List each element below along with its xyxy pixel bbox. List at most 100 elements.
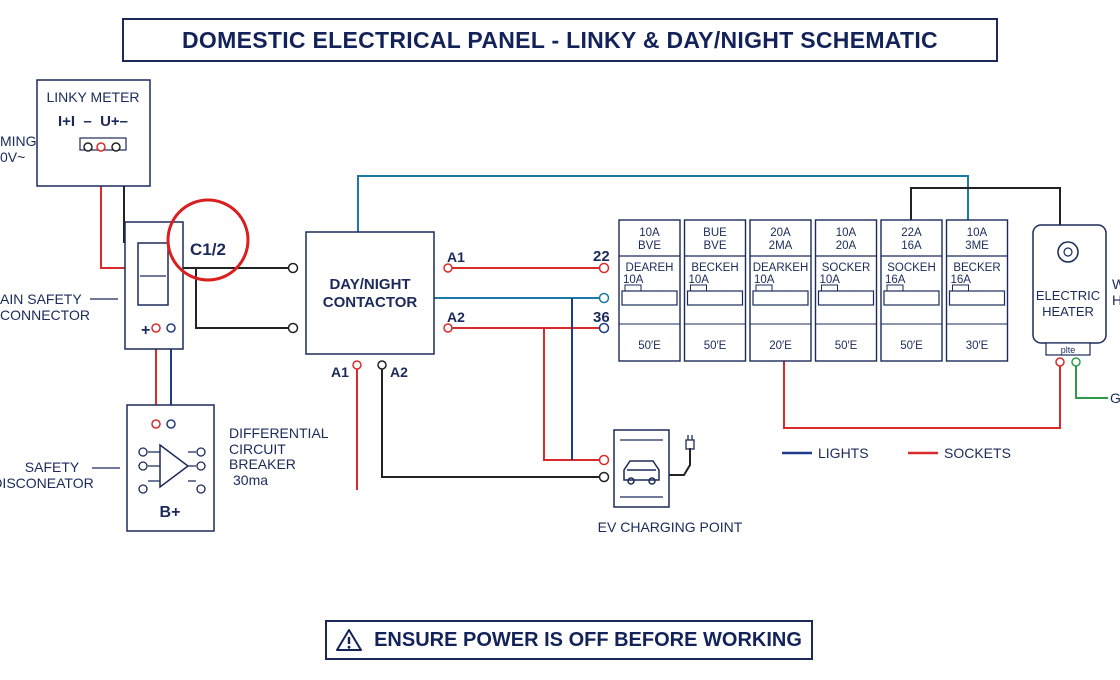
breaker-top-rating: 10A xyxy=(639,227,660,239)
breaker-name: SOCKER xyxy=(822,262,871,274)
meter-terminal-3 xyxy=(111,142,121,152)
differential-label-4: 30ma xyxy=(233,472,268,488)
breaker-bottom-label: 20′E xyxy=(769,340,792,352)
c12-label: C1/2 xyxy=(190,240,226,259)
safety-disconnector-label-1: SAFETY xyxy=(25,459,80,475)
differential-label-1: DIFFERENTIAL xyxy=(229,425,329,441)
warning-text: ENSURE POWER IS OFF BEFORE WORKING xyxy=(374,628,802,651)
breaker-name: SOCKEH xyxy=(887,262,936,274)
breaker-top-sub: 3ME xyxy=(965,240,989,252)
meter-terminal-1 xyxy=(83,142,93,152)
warning-banner: ENSURE POWER IS OFF BEFORE WORKING xyxy=(325,620,813,660)
breaker-top-rating: 20A xyxy=(770,227,791,239)
breaker-top-sub: 2MA xyxy=(769,240,793,252)
bus-terminal-middle xyxy=(598,292,610,304)
wire-safety-to-contactor-bottom xyxy=(195,268,293,329)
breaker-top-sub: 16A xyxy=(901,240,922,252)
safety-terminal-live xyxy=(151,323,161,333)
contactor-a2-in: A2 xyxy=(390,364,408,380)
heater-label-1: ELECTRIC xyxy=(1036,288,1100,303)
differential-label-3: BREAKER xyxy=(229,456,296,472)
legend: LIGHTS SOCKETS xyxy=(782,445,1011,461)
breaker-bottom-label: 50′E xyxy=(900,340,923,352)
breaker-name: DEAREH xyxy=(626,262,674,274)
legend-label: LIGHTS xyxy=(818,445,869,461)
main-safety-label-1: AIN SAFETY xyxy=(0,291,82,307)
breaker-top-rating: 10A xyxy=(836,227,857,239)
linky-meter: LINKY METER I+I – U+– xyxy=(36,79,151,187)
linky-meter-label: LINKY METER xyxy=(46,89,139,105)
breaker-bottom-label: 50′E xyxy=(835,340,858,352)
heater-label-2: HEATER xyxy=(1042,304,1094,319)
heater-side-label-2: H xyxy=(1112,292,1120,308)
page-title: DOMESTIC ELECTRICAL PANEL - LINKY & DAY/… xyxy=(122,18,998,62)
wire-a2-to-ev xyxy=(543,328,604,461)
electric-heater: ELECTRIC HEATER plte xyxy=(1032,224,1107,367)
main-safety-connector: + xyxy=(124,221,184,350)
safety-terminal-neutral xyxy=(166,323,176,333)
heater-plate-label: plte xyxy=(1061,345,1076,355)
wire-sockets-to-heater xyxy=(783,361,1061,429)
main-safety-label-2: CONNECTOR xyxy=(0,307,90,323)
legend-label: SOCKETS xyxy=(944,445,1011,461)
ev-charging-label: EV CHARGING POINT xyxy=(598,519,743,535)
day-night-contactor: DAY/NIGHT CONTACTOR A1 A2 A1 A2 xyxy=(287,231,465,380)
differential-breaker: B+ xyxy=(126,404,215,532)
safety-plus-label: + xyxy=(141,322,150,339)
differential-bottom-label: B+ xyxy=(160,504,181,521)
wire-black-to-heater xyxy=(910,187,1061,225)
breaker-name-rating: 10A xyxy=(820,274,841,286)
contactor-label-2: CONTACTOR xyxy=(323,294,418,311)
breaker-top-sub: BVE xyxy=(703,240,726,252)
wire-heater-ground xyxy=(1075,362,1108,399)
meter-terminal-2 xyxy=(96,142,106,152)
breaker-row: 10ABVEDEAREH10A50′EBUEBVEBECKEH10A50′E20… xyxy=(618,219,1009,362)
ev-charging-point xyxy=(598,429,695,508)
breaker-top-rating: 10A xyxy=(967,227,988,239)
incoming-label-1: MING xyxy=(0,133,37,149)
contactor-a2-out: A2 xyxy=(447,309,465,325)
breaker-name-rating: 10A xyxy=(689,274,710,286)
contactor-a1-in: A1 xyxy=(331,364,349,380)
breaker-name: DEARKEH xyxy=(753,262,809,274)
bus-label-bottom: 36 xyxy=(593,309,610,326)
breaker-name-rating: 16A xyxy=(951,274,972,286)
plug-icon xyxy=(685,435,695,450)
breaker-bottom-label: 50′E xyxy=(704,340,727,352)
c12-highlight-circle xyxy=(166,198,250,282)
incoming-label-2: 0V~ xyxy=(0,149,25,165)
breaker-top-sub: 20A xyxy=(836,240,857,252)
breaker-bottom-label: 50′E xyxy=(638,340,661,352)
warning-triangle-icon xyxy=(336,629,363,651)
breaker-name-rating: 16A xyxy=(885,274,906,286)
bus-label-top: 22 xyxy=(593,248,610,265)
legend-item: LIGHTS xyxy=(782,445,869,461)
breaker-top-rating: BUE xyxy=(703,227,727,239)
car-icon xyxy=(623,460,660,485)
bus-terminal-top xyxy=(598,262,610,274)
differential-label-2: CIRCUIT xyxy=(229,441,286,457)
breaker-top-sub: BVE xyxy=(638,240,661,252)
wire-a2-to-ev-black xyxy=(381,367,604,478)
linky-meter-terminals: I+I – U+– xyxy=(58,113,128,130)
safety-disconnector-label-2: DISCONEATOR xyxy=(0,475,94,491)
breaker-bottom-label: 30′E xyxy=(966,340,989,352)
breaker-name-rating: 10A xyxy=(623,274,644,286)
contactor-a1-out: A1 xyxy=(447,249,465,265)
contactor-label-1: DAY/NIGHT xyxy=(329,276,410,293)
wire-ev-plug xyxy=(669,448,691,476)
breaker-name: BECKEH xyxy=(691,262,738,274)
legend-item: SOCKETS xyxy=(908,445,1011,461)
breaker-top-rating: 22A xyxy=(901,227,922,239)
heater-side-label-1: W xyxy=(1112,276,1120,292)
breaker-name-rating: 10A xyxy=(754,274,775,286)
bus-terminal-bottom xyxy=(598,322,610,334)
breaker-name: BECKER xyxy=(953,262,1000,274)
